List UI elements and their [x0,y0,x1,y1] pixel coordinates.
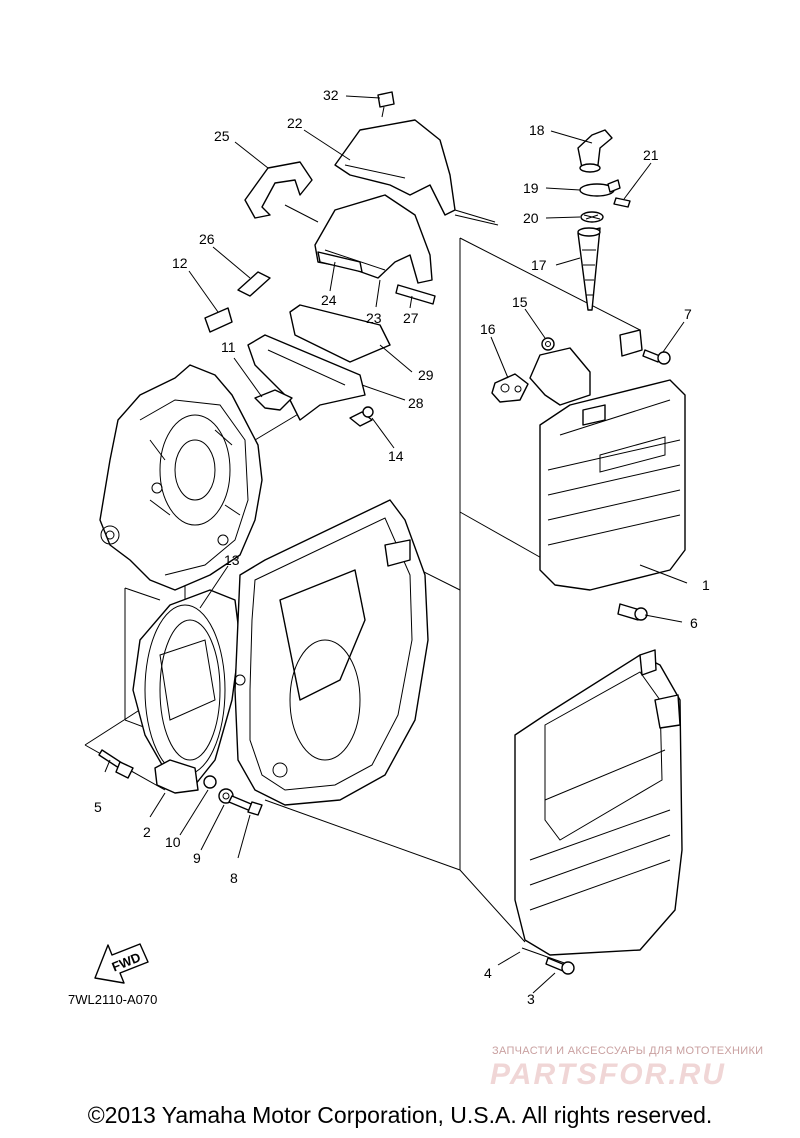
gasket-16 [491,373,529,403]
part-12 [204,307,233,333]
washers-9-10 [203,775,234,804]
callout-29: 29 [418,367,434,383]
fwd-arrow-icon: FWD [94,943,149,984]
callout-1: 1 [702,577,710,593]
callout-13: 13 [224,552,240,568]
bolt-32 [377,91,395,118]
callout-6: 6 [690,615,698,631]
leader-lines [104,95,688,994]
part-27 [395,284,436,305]
callout-22: 22 [287,115,303,131]
callout-12: 12 [172,255,188,271]
bolt-8 [228,795,263,816]
callout-27: 27 [403,310,419,326]
nut-15 [541,337,555,351]
screw-21 [613,197,631,208]
callout-17: 17 [531,257,547,273]
callout-21: 21 [643,147,659,163]
bolt-6 [617,603,648,621]
bolt-7 [642,349,671,365]
bracket-28 [247,334,366,421]
callout-10: 10 [165,834,181,850]
callout-25: 25 [214,128,230,144]
copyright-notice: ©2013 Yamaha Motor Corporation, U.S.A. A… [87,1102,713,1128]
callout-11: 11 [221,339,236,355]
stay-2 [154,759,199,794]
clamp-19 [579,179,621,197]
air-cleaner-case [99,364,263,591]
part-25 [244,161,313,219]
callout-16: 16 [480,321,496,337]
callout-32: 32 [323,87,339,103]
callout-20: 20 [523,210,539,226]
fan-housing-13 [132,589,241,786]
part-11 [254,389,293,411]
callout-23: 23 [366,310,382,326]
cover-4 [514,649,683,956]
bolt-14 [349,406,374,427]
part-26 [237,271,271,297]
screen-20 [580,211,604,223]
callout-7: 7 [684,306,692,322]
bolt-5 [98,749,134,779]
part-29 [289,304,391,363]
frame-gasket [234,499,429,806]
diagram-code: 7WL2110-A070 [68,992,157,1007]
watermark-tagline: ЗАПЧАСТИ И АКСЕССУАРЫ ДЛЯ МОТОТЕХНИКИ [492,1045,764,1057]
callout-2: 2 [143,824,151,840]
elbow-18 [577,129,613,173]
bolt-3 [545,957,575,975]
muffler-1 [529,329,686,591]
callout-5: 5 [94,799,102,815]
callout-24: 24 [321,292,337,308]
callout-15: 15 [512,294,528,310]
upper-cover-22 [334,119,496,223]
callout-26: 26 [199,231,215,247]
callout-4: 4 [484,965,492,981]
callout-8: 8 [230,870,238,886]
callout-9: 9 [193,850,201,866]
callout-19: 19 [523,180,539,196]
upper-cover-23 [314,194,433,284]
callout-28: 28 [408,395,424,411]
callout-3: 3 [527,991,535,1007]
watermark-logo: PARTSFOR.RU [490,1058,726,1091]
breather-17 [577,227,601,311]
part-24 [317,251,363,273]
callouts: 1 2 3 4 5 6 7 8 9 10 11 12 13 14 15 16 1… [94,87,710,1007]
callout-14: 14 [388,448,404,464]
callout-18: 18 [529,122,545,138]
